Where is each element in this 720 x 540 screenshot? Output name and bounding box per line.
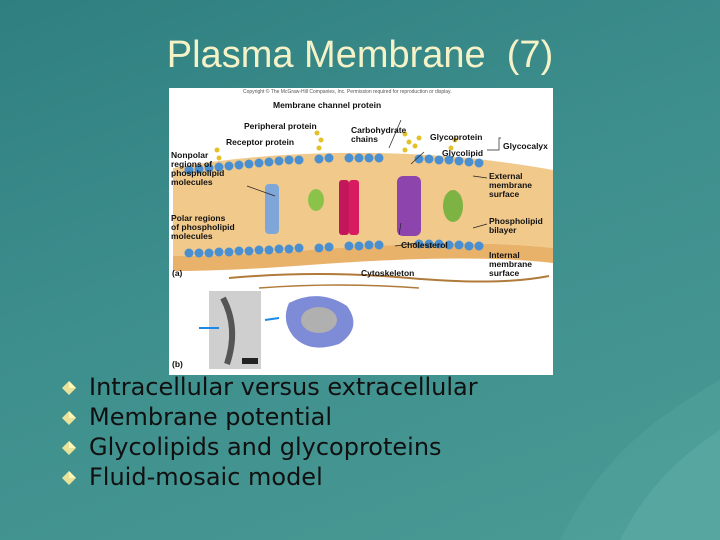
- bullet-list: Intracellular versus extracellular Membr…: [62, 372, 478, 492]
- label-glycoprotein: Glycoprotein: [430, 132, 483, 142]
- receptor-protein-shape: [265, 184, 279, 234]
- diamond-bullet-icon: [62, 411, 76, 425]
- peripheral-protein-shape: [308, 189, 324, 211]
- bullet-text: Fluid-mosaic model: [89, 463, 323, 491]
- bullet-text: Glycolipids and glycoproteins: [89, 433, 442, 461]
- channel-protein-shape: [349, 180, 359, 235]
- label-cytoskeleton: Cytoskeleton: [361, 268, 415, 278]
- label-panel-b: (b): [172, 359, 183, 369]
- label-phospholipid-bilayer: Phospholipid bilayer: [489, 216, 543, 235]
- label-internal-membrane-surface: Internal membrane surface: [489, 250, 532, 278]
- copyright-notice: Copyright © The McGraw-Hill Companies, I…: [243, 89, 452, 95]
- bullet-text: Intracellular versus extracellular: [89, 373, 478, 401]
- diamond-bullet-icon: [62, 471, 76, 485]
- label-peripheral-protein: Peripheral protein: [244, 121, 317, 131]
- membrane-illustration: [173, 119, 553, 369]
- label-cholesterol: Cholesterol: [401, 240, 448, 250]
- bullet-item: Glycolipids and glycoproteins: [62, 432, 478, 462]
- label-nonpolar-regions: Nonpolar regions of phospholipid molecul…: [171, 150, 225, 187]
- bullet-text: Membrane potential: [89, 403, 333, 431]
- label-carbohydrate-chains: Carbohydrate chains: [351, 125, 407, 144]
- diamond-bullet-icon: [62, 441, 76, 455]
- diamond-bullet-icon: [62, 381, 76, 395]
- label-receptor-protein: Receptor protein: [226, 137, 295, 147]
- bullet-item: Membrane potential: [62, 402, 478, 432]
- label-glycocalyx: Glycocalyx: [503, 141, 548, 151]
- label-polar-regions: Polar regions of phospholipid molecules: [171, 213, 235, 241]
- label-external-membrane-surface: External membrane surface: [489, 171, 532, 199]
- glycoprotein-shape: [397, 176, 421, 236]
- label-panel-a: (a): [172, 268, 183, 278]
- plasma-membrane-figure: Copyright © The McGraw-Hill Companies, I…: [169, 88, 553, 375]
- bullet-item: Intracellular versus extracellular: [62, 372, 478, 402]
- bullet-item: Fluid-mosaic model: [62, 462, 478, 492]
- label-membrane-channel-protein: Membrane channel protein: [273, 100, 382, 110]
- slide-title: Plasma Membrane (7): [166, 34, 554, 76]
- label-glycolipid: Glycolipid: [442, 148, 484, 158]
